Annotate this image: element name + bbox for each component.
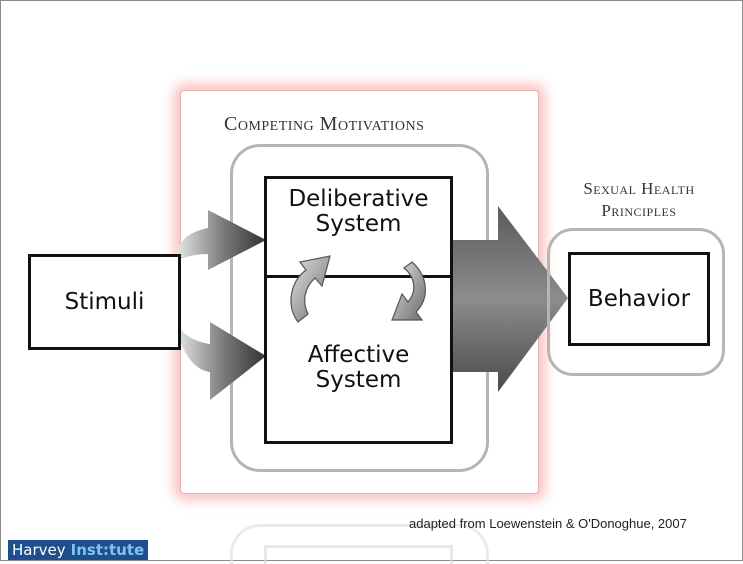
system-divider [267, 275, 450, 278]
behavior-box: Behavior [568, 252, 710, 346]
affective-line2: System [315, 367, 402, 393]
sexual-health-principles-title: Sexual Health Principles [583, 179, 695, 220]
deliberative-line1: Deliberative [288, 186, 429, 212]
panel-reflection-inner [264, 545, 453, 564]
stimuli-to-deliberative-arrow [175, 210, 266, 270]
stimuli-label: Stimuli [64, 289, 145, 315]
affective-line1: Affective [307, 342, 410, 368]
logo-part1: Harvey [12, 541, 66, 559]
deliberative-to-affective-curl-arrow [391, 261, 426, 321]
affective-to-deliberative-curl-arrow [290, 255, 331, 323]
output-to-behavior-arrow [450, 206, 568, 392]
deliberative-system-label: Deliberative System [267, 187, 450, 237]
panel-reflection [230, 524, 489, 564]
citation-text: adapted from Loewenstein & O'Donoghue, 2… [409, 516, 687, 531]
behavior-label: Behavior [587, 286, 691, 312]
affective-system-label: Affective System [267, 343, 450, 393]
stimuli-box: Stimuli [28, 254, 181, 350]
logo-part2: Inst:tute [70, 541, 145, 559]
deliberative-line2: System [315, 211, 402, 237]
stimuli-to-affective-arrow [175, 320, 266, 400]
harvey-institute-logo: Harvey Inst:tute [8, 540, 149, 560]
sexual-health-frame [547, 228, 725, 376]
competing-motivations-title: Competing Motivations [224, 113, 425, 135]
